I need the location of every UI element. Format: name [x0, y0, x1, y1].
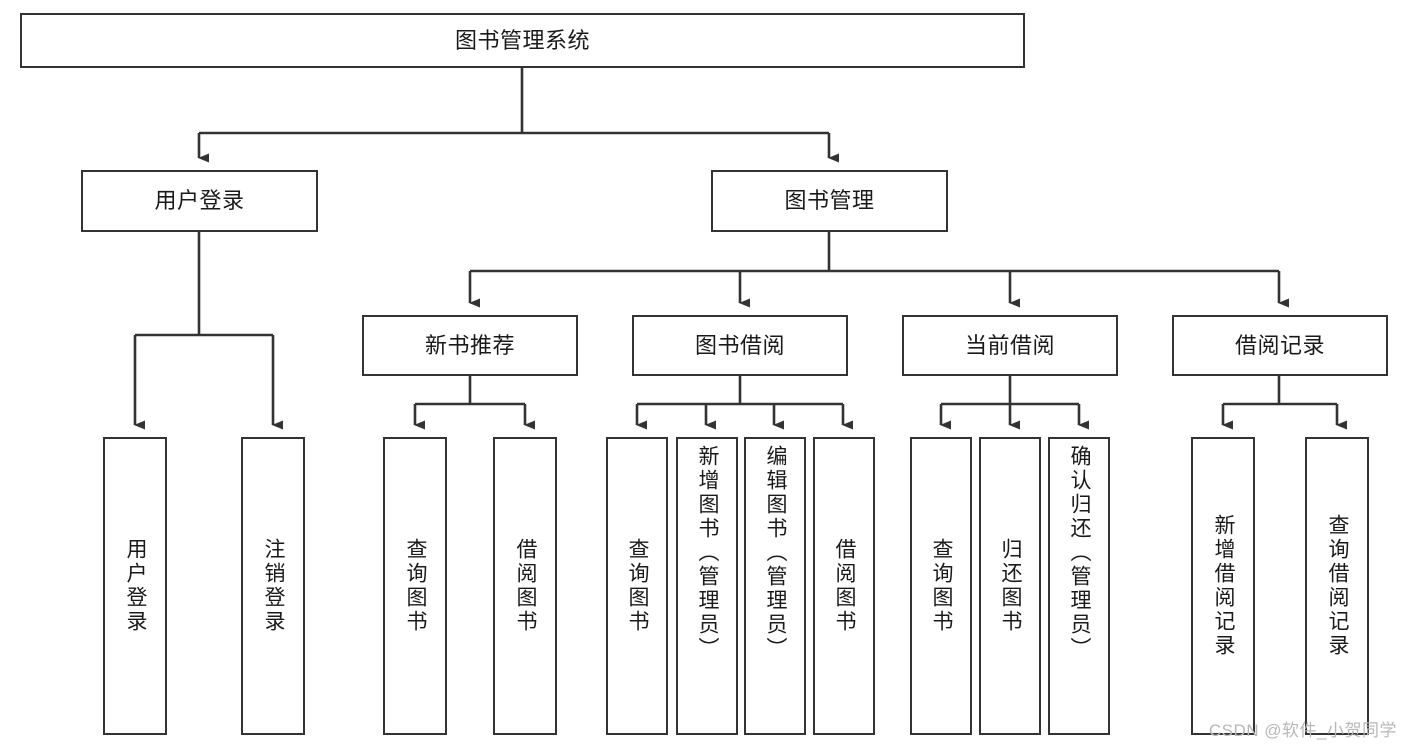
node-leaf-edit-book[interactable]: 编辑图书（管理员） — [744, 437, 806, 735]
node-leaf-query-borrow-record[interactable]: 查询借阅记录 — [1305, 437, 1369, 735]
node-new-book-recommend-label: 新书推荐 — [424, 332, 515, 358]
node-leaf-query-book-borrow-label: 查询图书 — [625, 538, 649, 634]
node-book-manage[interactable]: 图书管理 — [711, 170, 948, 232]
node-leaf-query-book-current-label: 查询图书 — [929, 538, 953, 634]
node-leaf-query-book-current[interactable]: 查询图书 — [910, 437, 972, 735]
node-user-login[interactable]: 用户登录 — [81, 170, 318, 232]
node-leaf-add-borrow-record-label: 新增借阅记录 — [1211, 514, 1235, 658]
node-current-borrow-label: 当前借阅 — [964, 332, 1055, 358]
node-leaf-add-book[interactable]: 新增图书（管理员） — [676, 437, 738, 735]
node-leaf-add-book-label: 新增图书（管理员） — [695, 445, 719, 661]
node-leaf-logout-label: 注销登录 — [261, 538, 285, 634]
node-leaf-borrow-book-label: 借阅图书 — [832, 538, 856, 634]
node-root[interactable]: 图书管理系统 — [20, 13, 1025, 68]
node-leaf-query-book-recommend[interactable]: 查询图书 — [383, 437, 447, 735]
node-leaf-confirm-return-label: 确认归还（管理员） — [1067, 445, 1091, 661]
node-leaf-borrow-book-recommend[interactable]: 借阅图书 — [493, 437, 557, 735]
node-leaf-borrow-book-recommend-label: 借阅图书 — [513, 538, 537, 634]
node-book-borrow[interactable]: 图书借阅 — [632, 315, 848, 376]
node-root-label: 图书管理系统 — [454, 27, 590, 53]
node-leaf-query-book-recommend-label: 查询图书 — [403, 538, 427, 634]
node-leaf-edit-book-label: 编辑图书（管理员） — [763, 445, 787, 661]
node-leaf-user-login[interactable]: 用户登录 — [103, 437, 167, 735]
node-new-book-recommend[interactable]: 新书推荐 — [362, 315, 578, 376]
node-user-login-label: 用户登录 — [154, 188, 245, 214]
node-leaf-user-login-label: 用户登录 — [123, 538, 147, 634]
node-borrow-record[interactable]: 借阅记录 — [1172, 315, 1388, 376]
node-leaf-return-book-label: 归还图书 — [998, 538, 1022, 634]
node-leaf-confirm-return[interactable]: 确认归还（管理员） — [1048, 437, 1110, 735]
node-leaf-logout[interactable]: 注销登录 — [241, 437, 305, 735]
node-leaf-return-book[interactable]: 归还图书 — [979, 437, 1041, 735]
node-book-borrow-label: 图书借阅 — [694, 332, 785, 358]
node-borrow-record-label: 借阅记录 — [1234, 332, 1325, 358]
node-book-manage-label: 图书管理 — [784, 188, 875, 214]
node-current-borrow[interactable]: 当前借阅 — [902, 315, 1118, 376]
watermark: CSDN @软件_小贺同学 — [1208, 721, 1397, 740]
node-leaf-query-book-borrow[interactable]: 查询图书 — [606, 437, 668, 735]
node-leaf-add-borrow-record[interactable]: 新增借阅记录 — [1191, 437, 1255, 735]
node-leaf-borrow-book[interactable]: 借阅图书 — [813, 437, 875, 735]
node-leaf-query-borrow-record-label: 查询借阅记录 — [1325, 514, 1349, 658]
